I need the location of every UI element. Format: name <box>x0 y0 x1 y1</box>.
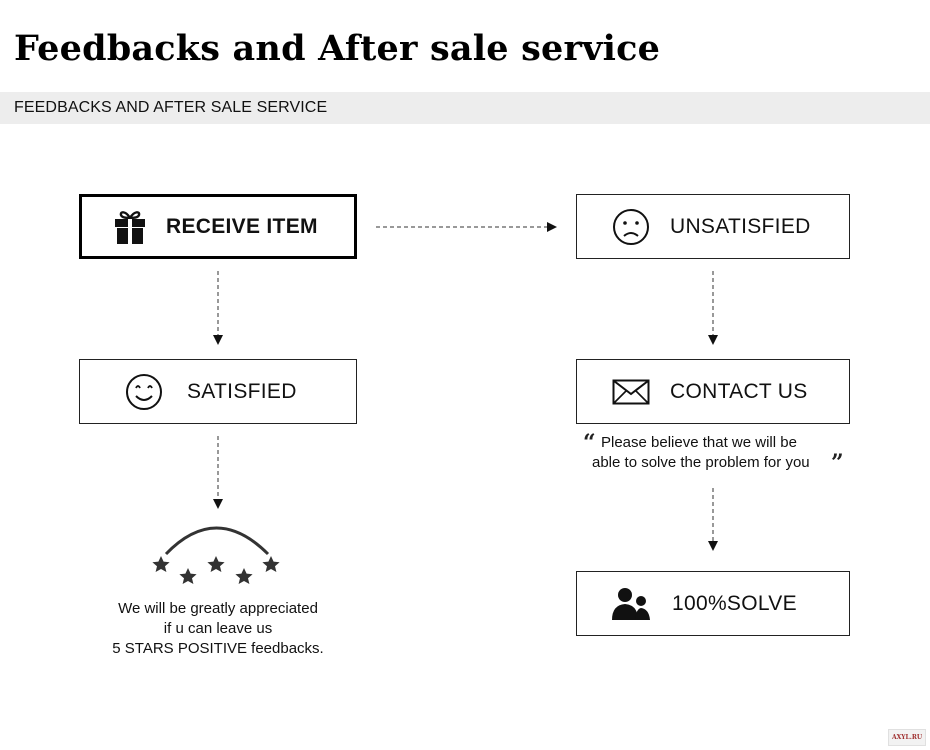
gift-icon <box>115 211 145 244</box>
star-icon <box>207 556 225 572</box>
star-icon <box>262 556 280 572</box>
contact-us-label: CONTACT US <box>670 380 808 403</box>
smile-face-icon <box>126 374 162 410</box>
receive-item-label: RECEIVE ITEM <box>166 215 318 238</box>
star-icon <box>152 556 170 572</box>
close-quote: ” <box>831 450 844 476</box>
section-bar-label: FEEDBACKS AND AFTER SALE SERVICE <box>14 99 328 116</box>
contact-note-line1: Please believe that we will be <box>601 434 797 451</box>
open-quote: “ <box>583 430 596 456</box>
contact-us-box: CONTACT US <box>576 359 850 424</box>
satisfied-label: SATISFIED <box>187 380 297 403</box>
watermark-logo: AXYL.RU <box>888 729 926 746</box>
stars-note-line3: 5 STARS POSITIVE feedbacks. <box>112 640 324 657</box>
five-stars-rating <box>152 526 280 584</box>
star-icon <box>179 568 197 584</box>
receive-item-box: RECEIVE ITEM <box>79 194 357 259</box>
star-icon <box>235 568 253 584</box>
frown-face-icon <box>613 209 649 245</box>
page-title: Feedbacks and After sale service <box>14 28 661 69</box>
contact-note-line2: able to solve the problem for you <box>592 454 810 471</box>
solve-box: 100%SOLVE <box>576 571 850 636</box>
envelope-icon <box>612 379 650 405</box>
stars-note-line1: We will be greatly appreciated <box>118 600 318 617</box>
satisfied-box: SATISFIED <box>79 359 357 424</box>
stars-note-line2: if u can leave us <box>163 620 273 637</box>
section-bar: FEEDBACKS AND AFTER SALE SERVICE <box>0 92 930 124</box>
people-icon <box>612 588 650 620</box>
solve-label: 100%SOLVE <box>672 592 797 615</box>
unsatisfied-box: UNSATISFIED <box>576 194 850 259</box>
unsatisfied-label: UNSATISFIED <box>670 215 811 238</box>
